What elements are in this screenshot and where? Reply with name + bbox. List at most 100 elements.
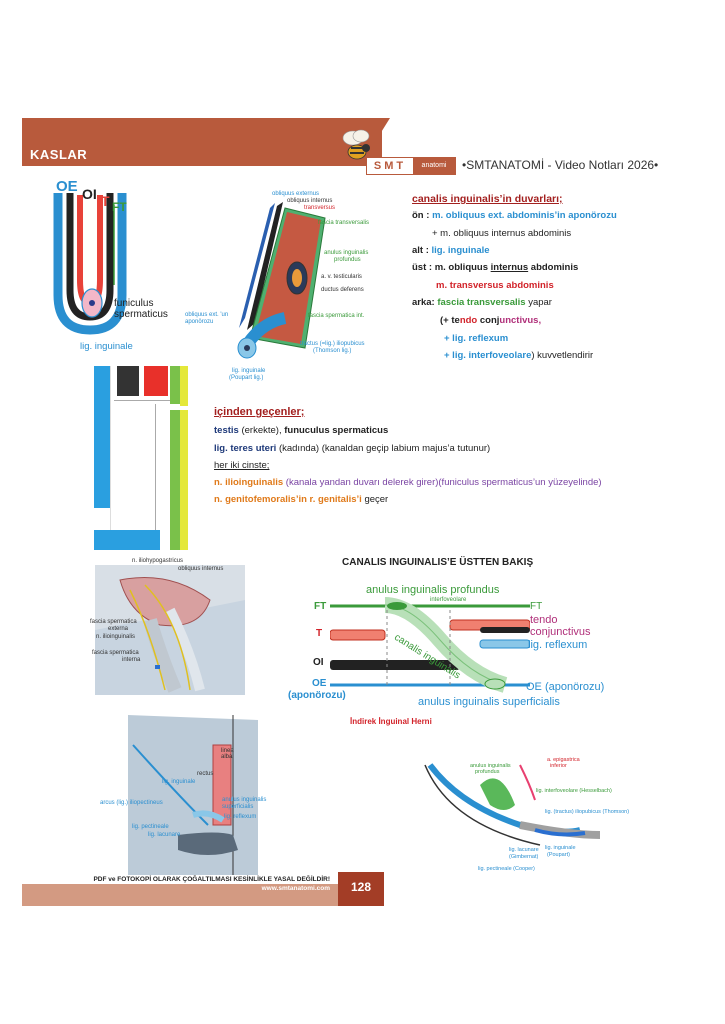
walls-ust-line2: m. transversus abdominis: [436, 280, 554, 291]
logo-anatomi-text: anatomi: [413, 158, 455, 174]
label-spermaticus: spermaticus: [114, 309, 168, 320]
lbl-fascia-int-1: fascia spermatica: [92, 650, 139, 656]
lbl-alba: alba: [221, 754, 233, 760]
walls-ust-line: üst : m. obliquus internus abdominis: [412, 261, 578, 275]
ligaments-figure: [424, 763, 601, 846]
header-subtitle: •SMTANATOMİ - Video Notları 2026•: [462, 158, 659, 172]
topview-ft-left: FT: [314, 601, 327, 612]
label-ft: FT: [112, 200, 127, 214]
lbl-anulus-sup-1: anulus inguinalis: [222, 797, 267, 803]
topview-aponorozu-left: (aponörozu): [288, 690, 346, 701]
label-oe: OE: [56, 178, 78, 195]
walls-on-label: ön :: [412, 210, 430, 221]
canal-3d-figure: [237, 202, 326, 359]
bar-oe-vertical: [94, 366, 110, 508]
lbl-fascia-ext-1: fascia spermatica: [90, 619, 137, 625]
lbl-epigastrica-1: a. epigastrica: [547, 757, 580, 763]
lbl-obliquus-internus: obliquus internus: [287, 198, 333, 204]
lbl-anulus-sup-2: superficialis: [222, 804, 254, 810]
topview-anulus-profundus: anulus inguinalis profundus: [366, 584, 500, 596]
topview-tendo: tendo: [530, 614, 558, 626]
lbl-rectus: rectus: [197, 771, 214, 777]
topview-t-left: T: [316, 628, 323, 639]
contents-l5-a: n. genitofemoralis’in r. genitalis’i: [214, 494, 362, 505]
dissection-figure: [95, 565, 245, 695]
lbl-reflexum-5: lig. reflexum: [224, 814, 257, 820]
bar-ft-bottom: [170, 410, 180, 550]
bar-oi: [117, 366, 139, 396]
lbl-fascia-transversalis: fascia transversalis: [318, 220, 370, 226]
lbl-fascia-int-2: interna: [122, 657, 141, 663]
footer-url[interactable]: www.smtanatomi.com: [261, 885, 330, 892]
footer-band: [22, 884, 338, 906]
bar-y-bottom: [180, 410, 188, 550]
contents-l2-a: lig. teres uteri: [214, 443, 277, 454]
lbl-anulus-prof-1: anulus inguinalis: [470, 763, 511, 769]
lbl-pectineale: lig. pectineale: [132, 824, 169, 830]
topview-ft-right: FT: [530, 601, 543, 612]
contents-line4: n. ilioinguinalis (kanala yandan duvarı …: [214, 476, 602, 490]
lbl-obliquus-internus-3: obliquus internus: [178, 566, 224, 572]
label-funiculus: funiculus: [114, 298, 154, 309]
inguinal-region-figure: [128, 715, 258, 875]
topview-interfoveolare: interfoveolare: [430, 597, 467, 603]
bar-t: [144, 366, 168, 396]
walls-ndo: ndo: [459, 315, 478, 326]
lbl-n-ilioinguinalis: n. ilioinguinalis: [96, 634, 136, 640]
topview-oe-right: OE (aponörozu): [526, 681, 605, 693]
lbl-ductus-deferens: ductus deferens: [321, 287, 364, 293]
walls-arka-label: arka:: [412, 297, 435, 308]
lbl-obliquus-ext-un: obliquus ext. 'un: [185, 312, 229, 318]
walls-tendo-open: (+: [440, 315, 452, 326]
topview-reflexum: lig. reflexum: [528, 639, 588, 651]
bar-ft-top: [170, 366, 180, 404]
topview-figure: [330, 597, 530, 693]
walls-alt-value: lig. inguinale: [431, 245, 490, 256]
contents-l1-b: (erkekte),: [238, 425, 285, 436]
walls-interfov: + lig. interfoveolare: [444, 350, 532, 361]
walls-arka-value: fascia transversalis: [437, 297, 526, 308]
walls-interfov-line: + lig. interfoveolare) kuvvetlendirir: [444, 349, 593, 363]
hernia-title: İndirek İnguinal Herni: [350, 717, 432, 726]
lbl-fascia-spermatica-int: fascia spermatica int.: [308, 313, 365, 319]
lbl-interfoveolare-6: lig. interfoveolare (Hesselbach): [536, 788, 612, 794]
lbl-anulus-prof-2: profundus: [475, 769, 500, 775]
walls-arka-suffix: yapar: [525, 297, 552, 308]
walls-alt-label: alt :: [412, 245, 429, 256]
logo-smt-text: SMT: [367, 158, 413, 174]
contents-l4-b: (kanala yandan duvarı delerek girer)(fun…: [283, 477, 602, 488]
lbl-lig-inguinale-2: lig. inguinale: [232, 368, 266, 374]
walls-ust-underline: internus: [490, 262, 529, 273]
lbl-aponorozu: aponörozu: [185, 319, 214, 325]
lbl-arcus: arcus (lig.) iliopectineus: [100, 800, 163, 806]
lbl-lacunare: lig. lacunare: [148, 832, 181, 838]
walls-on-line: ön : m. obliquus ext. abdominis’in aponö…: [412, 209, 617, 223]
walls-ust-label: üst :: [412, 262, 433, 273]
bar-oe-horizontal: [94, 530, 160, 550]
walls-reflexum: + lig. reflexum: [444, 333, 509, 344]
lbl-epigastrica-2: inferior: [550, 763, 567, 769]
topview-conjunctivus: conjunctivus: [530, 626, 591, 638]
smt-logo: SMT anatomi: [366, 157, 456, 175]
label-oi: OI: [82, 186, 97, 202]
walls-te: te: [451, 315, 460, 326]
walls-arka-line: arka: fascia transversalis yapar: [412, 296, 552, 310]
lbl-inguinale-6-2: (Poupart): [547, 852, 570, 858]
walls-alt-line: alt : lig. inguinale: [412, 244, 490, 258]
lbl-lig-inguinale-5: lig. inguinale: [162, 779, 196, 785]
lbl-poupart: (Poupart lig.): [229, 375, 264, 381]
lbl-obliquus-externus: obliquus externus: [272, 191, 320, 197]
lbl-anulus-profundus: anulus inguinalis: [324, 250, 369, 256]
contents-l1-a: testis: [214, 425, 239, 436]
bar-line-1: [114, 400, 170, 401]
walls-title: canalis inguinalis’in duvarları;: [412, 193, 563, 205]
lbl-lacunare-6-2: (Gimbernat): [509, 854, 539, 860]
contents-line2: lig. teres uteri (kadında) (kanaldan geç…: [214, 442, 490, 456]
lbl-tractus-6: lig. (tractus) iliopubicus (Thomson): [545, 809, 630, 815]
layers-figure: [53, 193, 127, 335]
bee-logo-icon: [342, 129, 370, 160]
lbl-pectineale-6: lig. pectineale (Cooper): [478, 866, 535, 872]
walls-interfov-suffix: ) kuvvetlendirir: [531, 350, 594, 361]
lbl-thomson: (Thomson lig.): [313, 348, 352, 354]
contents-line3: her iki cinste;: [214, 460, 270, 471]
